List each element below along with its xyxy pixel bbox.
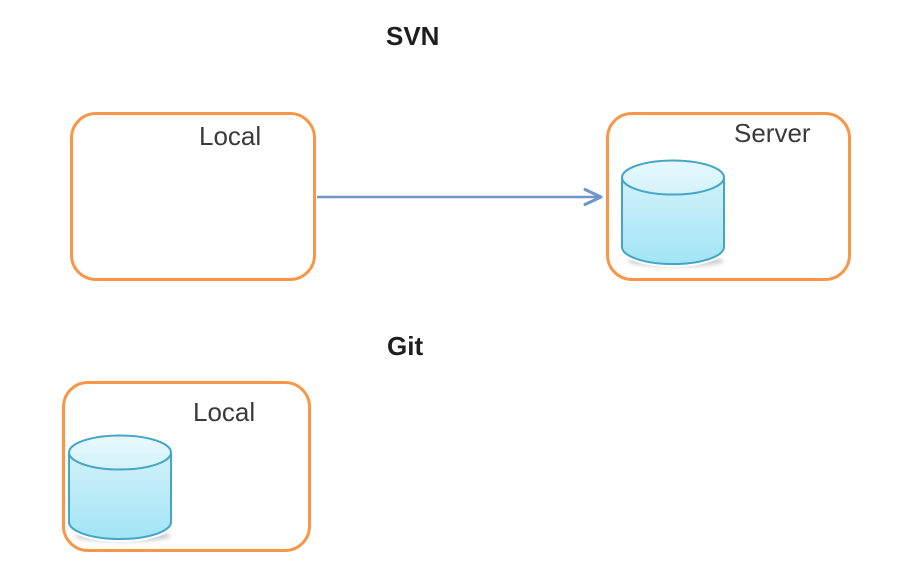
- svn-server-box-label: Server: [734, 118, 811, 148]
- svn-section-title: SVN: [386, 21, 440, 51]
- svn-local-box-label: Local: [199, 121, 262, 151]
- git-local-box-label: Local: [193, 397, 256, 427]
- svn-local-box: [70, 112, 316, 281]
- database-cylinder-icon: [66, 432, 174, 542]
- git-section-title: Git: [387, 331, 424, 361]
- database-cylinder-icon: [619, 157, 727, 267]
